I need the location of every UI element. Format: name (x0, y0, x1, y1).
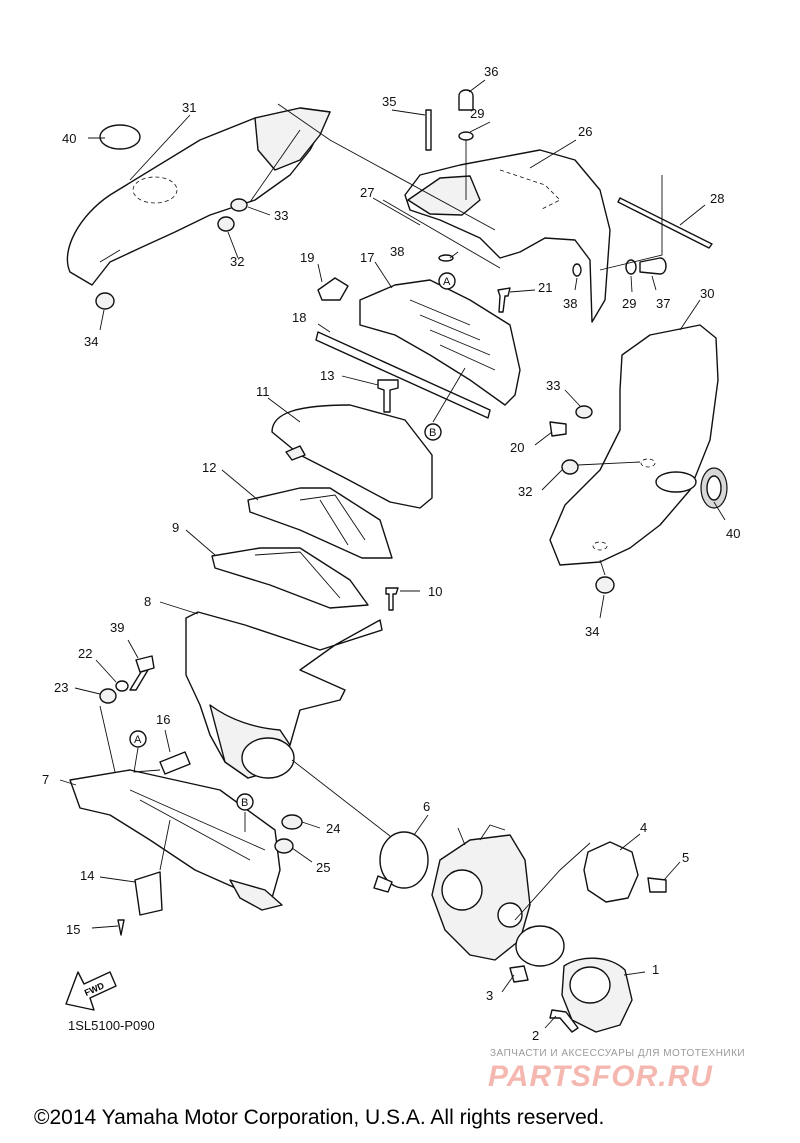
callout-18: 18 (292, 310, 306, 325)
callout-1: 1 (652, 962, 659, 977)
callout-11: 11 (256, 384, 270, 399)
callout-28: 28 (710, 191, 724, 206)
callout-34b: 34 (585, 624, 599, 639)
clip-16 (159, 751, 191, 775)
copyright: ©2014 Yamaha Motor Corporation, U.S.A. A… (34, 1106, 604, 1129)
grommets-24-25 (274, 814, 303, 854)
leader-lines (59, 79, 726, 1029)
ref-a-top: A (443, 276, 451, 288)
cover-4 (583, 841, 639, 903)
callout-13: 13 (320, 368, 334, 383)
callout-12: 12 (202, 460, 216, 475)
callout-5: 5 (682, 850, 689, 865)
callout-38b: 38 (563, 296, 577, 311)
callout-22: 22 (78, 646, 92, 661)
callout-20: 20 (510, 440, 524, 455)
callout-30: 30 (700, 286, 714, 301)
callout-8: 8 (144, 594, 151, 609)
callout-4: 4 (640, 820, 647, 835)
watermark-caption: ЗАПЧАСТИ И АКСЕССУАРЫ ДЛЯ МОТОТЕХНИКИ (490, 1048, 745, 1059)
top-bolts (425, 89, 474, 200)
fwd-arrow: FWD (65, 971, 117, 1011)
callout-15: 15 (66, 922, 80, 937)
callout-29a: 29 (470, 106, 484, 121)
ref-b-top: B (429, 427, 436, 439)
callout-24: 24 (326, 821, 340, 836)
callout-19: 19 (300, 250, 314, 265)
yamaha-emblem (700, 467, 728, 509)
callout-32a: 32 (230, 254, 244, 269)
air-box-top-cover (404, 149, 611, 323)
callout-40a: 40 (62, 131, 76, 146)
bolt-stack (99, 655, 155, 704)
callout-25: 25 (316, 860, 330, 875)
grommets (95, 198, 615, 594)
callout-21: 21 (538, 280, 552, 295)
right-fasteners (438, 254, 667, 277)
bracket (359, 279, 521, 406)
side-cover-left (66, 107, 331, 286)
screw-10 (385, 587, 399, 611)
clip-19 (317, 277, 349, 301)
callout-26: 26 (578, 124, 592, 139)
strip (382, 199, 501, 269)
callout-10: 10 (428, 584, 442, 599)
strap (315, 331, 491, 419)
callouts: 1 2 3 4 5 6 7 8 9 10 11 12 13 14 15 16 1… (42, 64, 740, 1043)
watermark-brand: PARTSFOR.RU (488, 1060, 713, 1093)
bolt-5 (647, 877, 667, 893)
screw-20 (549, 421, 567, 437)
intake-joint (561, 957, 633, 1033)
callout-17: 17 (360, 250, 374, 265)
callout-38a: 38 (390, 244, 404, 259)
lower-bracket (69, 769, 283, 911)
reference-markers: A B A B (129, 272, 456, 811)
filter-guide (247, 487, 393, 559)
callout-3: 3 (486, 988, 493, 1003)
callout-32b: 32 (518, 484, 532, 499)
side-cover-right (549, 324, 719, 566)
callout-7: 7 (42, 772, 49, 787)
callout-2: 2 (532, 1028, 539, 1043)
callout-34a: 34 (84, 334, 98, 349)
callout-6: 6 (423, 799, 430, 814)
clamp-6 (373, 831, 429, 893)
callout-36: 36 (484, 64, 498, 79)
ref-a-bottom: A (134, 734, 142, 746)
bolt-13 (377, 379, 399, 413)
callout-40b: 40 (726, 526, 740, 541)
callout-37: 37 (656, 296, 670, 311)
callout-31: 31 (182, 100, 196, 115)
callout-29b: 29 (622, 296, 636, 311)
screw-2 (549, 1009, 579, 1033)
filter-cover (271, 404, 433, 509)
screw-21 (497, 287, 511, 313)
callout-39: 39 (110, 620, 124, 635)
callout-27: 27 (360, 185, 374, 200)
filter-element (211, 547, 369, 609)
diagram-code: 1SL5100-P090 (68, 1018, 155, 1033)
throttle-body (431, 824, 531, 961)
callout-23: 23 (54, 680, 68, 695)
air-filter-case (185, 611, 383, 779)
callout-16: 16 (156, 712, 170, 727)
callout-14: 14 (80, 868, 94, 883)
ref-b-bottom: B (241, 797, 248, 809)
callout-35: 35 (382, 94, 396, 109)
callout-33a: 33 (274, 208, 288, 223)
callout-33b: 33 (546, 378, 560, 393)
sensor (117, 871, 163, 936)
rod (617, 197, 713, 249)
callout-9: 9 (172, 520, 179, 535)
